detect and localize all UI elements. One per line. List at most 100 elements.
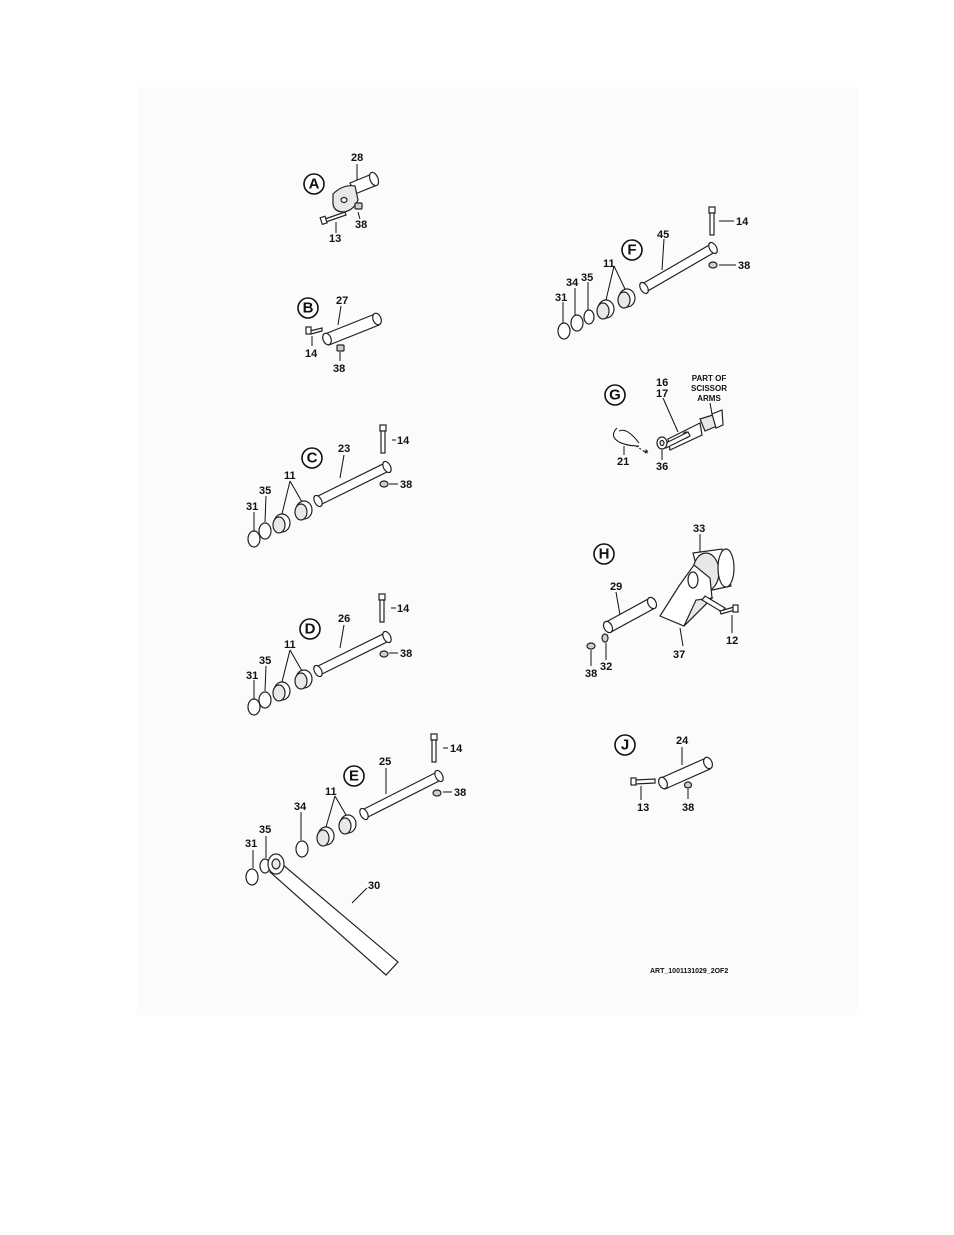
callout-j: J [615,735,635,755]
svg-text:D: D [305,621,316,638]
label-26: 26 [338,613,350,625]
bushing-11-inner [295,670,312,689]
nut-38 [355,203,362,209]
callout-h: H [594,544,614,564]
label-35: 35 [581,272,593,284]
bolt-14 [431,734,437,762]
label-31: 31 [246,670,258,682]
note-scissor-line2: SCISSOR [691,384,727,393]
callout-g: G [605,385,625,405]
bolt-14 [709,207,715,235]
label-14: 14 [397,603,410,615]
label-23: 23 [338,443,350,455]
label-29: 29 [610,581,622,593]
bushing-11-outer [317,827,334,846]
callout-d: D [300,619,320,639]
label-35: 35 [259,655,271,667]
nut-32 [602,634,608,642]
bushing-11-inner [339,815,356,834]
callout-e: E [344,766,364,786]
svg-text:A: A [309,176,320,193]
nut-38 [337,345,344,351]
washer-35 [259,523,271,539]
label-38: 38 [682,802,694,814]
callout-a: A [304,174,324,194]
label-21: 21 [617,456,629,468]
label-34: 34 [566,277,579,289]
ring-31 [248,531,260,547]
label-45: 45 [657,229,669,241]
label-38: 38 [738,260,750,272]
label-11: 11 [325,786,337,798]
nut-38 [380,481,388,487]
ring-31 [246,869,258,885]
label-14: 14 [397,435,410,447]
svg-text:C: C [307,450,318,467]
label-31: 31 [555,292,567,304]
label-31: 31 [246,501,258,513]
note-scissor-line3: ARMS [697,394,721,403]
label-35: 35 [259,824,271,836]
nut-38 [433,790,441,796]
asterisk-mark: * [644,448,649,460]
callout-b: B [298,298,318,318]
label-38: 38 [400,648,412,660]
nut-38 [709,262,717,268]
label-38: 38 [333,363,345,375]
bushing-11-outer [273,682,290,701]
label-31: 31 [245,838,257,850]
label-25: 25 [379,756,391,768]
nut-38 [380,651,388,657]
label-14: 14 [305,348,318,360]
bushing-11-inner [295,501,312,520]
label-11: 11 [284,639,296,651]
svg-text:B: B [303,300,314,317]
label-24: 24 [676,735,689,747]
label-17: 17 [656,388,668,400]
label-38: 38 [400,479,412,491]
bolt-14 [380,425,386,453]
svg-text:E: E [349,768,359,785]
svg-text:J: J [621,737,629,754]
label-38: 38 [585,668,597,680]
washer-34 [571,315,583,331]
label-37: 37 [673,649,685,661]
label-38: 38 [355,219,367,231]
bushing-11-outer [273,514,290,533]
label-13: 13 [329,233,341,245]
ring-31 [248,699,260,715]
label-38: 38 [454,787,466,799]
callout-f: F [622,240,642,260]
label-11: 11 [284,470,296,482]
bushing-11-inner [618,289,635,308]
label-28: 28 [351,152,363,164]
nut-38 [587,643,595,649]
label-30: 30 [368,880,380,892]
label-34: 34 [294,801,307,813]
bolt-14 [379,594,385,622]
label-35: 35 [259,485,271,497]
label-14: 14 [450,743,463,755]
art-id: ART_1001131029_2OF2 [650,968,728,975]
washer-36 [657,437,667,449]
label-36: 36 [656,461,668,473]
svg-text:F: F [627,242,636,259]
label-27: 27 [336,295,348,307]
label-12: 12 [726,635,738,647]
washer-34 [296,841,308,857]
note-scissor-line1: PART OF [692,374,727,383]
label-32: 32 [600,661,612,673]
label-14: 14 [736,216,749,228]
label-33: 33 [693,523,705,535]
bushing-11-outer [597,300,614,319]
illustration-panel [137,87,857,1015]
svg-text:G: G [609,387,621,404]
ring-31 [558,323,570,339]
callout-c: C [302,448,322,468]
label-13: 13 [637,802,649,814]
washer-35 [584,310,594,324]
svg-text:H: H [599,546,610,563]
label-11: 11 [603,258,615,270]
nut-38 [685,782,692,788]
